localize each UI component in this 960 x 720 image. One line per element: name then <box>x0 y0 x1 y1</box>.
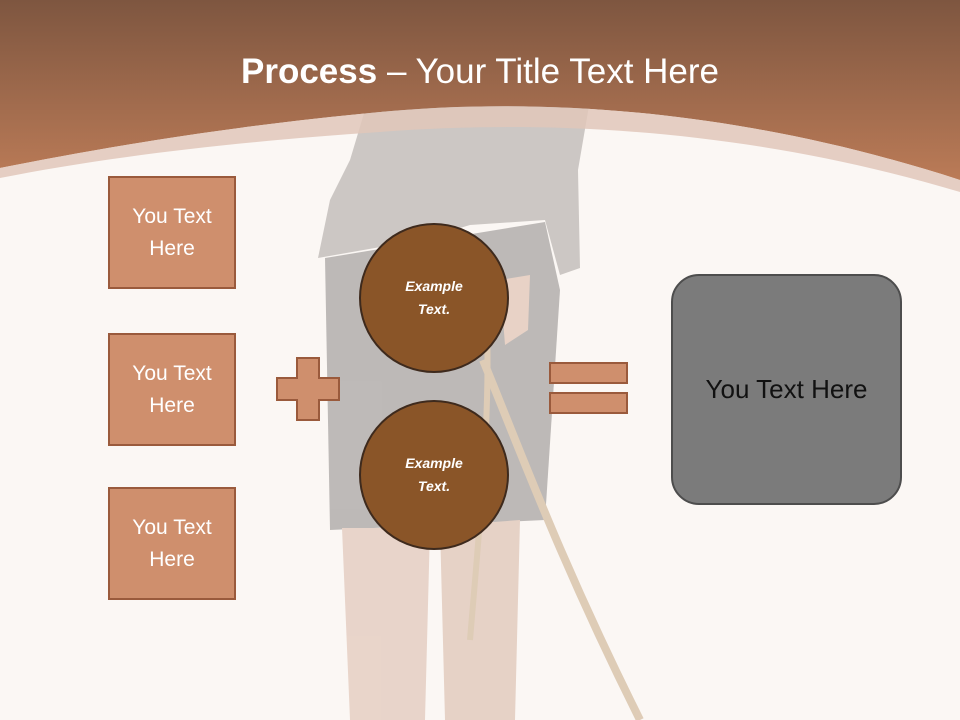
equals-icon <box>549 362 628 414</box>
example-circle-2-label: Example Text. <box>405 455 463 494</box>
text-box-3[interactable]: You Text Here <box>108 487 236 600</box>
slide-title: Process – Your Title Text Here <box>0 52 960 92</box>
result-box-label: You Text Here <box>705 374 868 404</box>
example-circle-2[interactable]: Example Text. <box>359 400 509 550</box>
title-bold: Process <box>241 52 378 91</box>
text-box-2-label: You Text Here <box>132 361 212 417</box>
title-rest: – Your Title Text Here <box>377 52 719 91</box>
header-wave <box>0 106 960 192</box>
example-circle-1[interactable]: Example Text. <box>359 223 509 373</box>
header-band <box>0 0 960 180</box>
text-box-2[interactable]: You Text Here <box>108 333 236 446</box>
example-circle-1-label: Example Text. <box>405 278 463 317</box>
plus-icon <box>276 357 340 421</box>
result-box[interactable]: You Text Here <box>671 274 902 505</box>
text-box-3-label: You Text Here <box>132 515 212 571</box>
text-box-1-label: You Text Here <box>132 204 212 260</box>
text-box-1[interactable]: You Text Here <box>108 176 236 289</box>
